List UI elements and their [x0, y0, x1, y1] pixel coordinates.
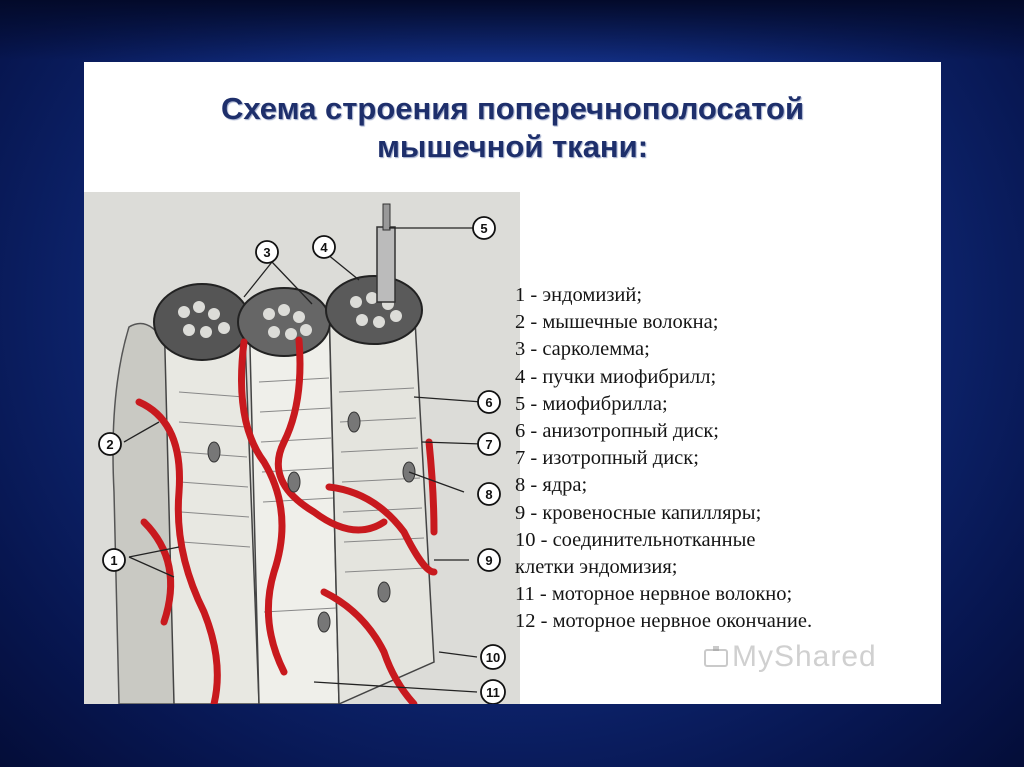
fiber-cross-section-middle	[237, 287, 331, 357]
legend-item: 4 - пучки миофибрилл;	[515, 365, 717, 388]
background-band	[0, 0, 1024, 60]
fiber-cross-section-left	[153, 283, 251, 361]
legend-item: 12 - моторное нервное окончание.	[515, 610, 813, 633]
title-line-1: Схема строения поперечнополосатой	[220, 91, 805, 126]
callout-1: 1	[110, 553, 117, 568]
legend-item: 6 - анизотропный диск;	[515, 420, 719, 443]
legend-item: 5 - миофибрилла;	[515, 392, 668, 415]
legend-item: клетки эндомизия;	[515, 556, 678, 579]
myofibril-bundles	[178, 292, 402, 340]
nuclei	[207, 411, 416, 633]
slide-card: Схема строения поперечнополосатой мышечн…	[84, 62, 941, 704]
legend-item: 7 - изотропный диск;	[515, 447, 699, 470]
fiber-cross-section-right	[325, 275, 423, 345]
legend-item: 8 - ядра;	[515, 474, 588, 497]
blood-capillaries	[135, 336, 438, 704]
watermark-icon	[704, 646, 728, 667]
callout-8: 8	[485, 487, 492, 502]
callout-3: 3	[263, 245, 270, 260]
striations	[178, 377, 427, 613]
muscle-fiber-middle	[248, 306, 340, 704]
myofibril-tip	[382, 203, 391, 231]
legend-list: 1 - эндомизий; 2 - мышечные волокна; 3 -…	[515, 282, 941, 636]
leader-lines	[123, 227, 483, 693]
callout-10: 10	[486, 650, 500, 665]
legend-item: 9 - кровеносные капилляры;	[515, 501, 762, 524]
legend-item: 2 - мышечные волокна;	[515, 311, 719, 334]
callout-11: 11	[486, 685, 500, 700]
watermark-text: MyShared	[732, 640, 877, 673]
callout-2: 2	[106, 437, 113, 452]
callout-9: 9	[485, 553, 492, 568]
title-line-2: мышечной ткани:	[376, 129, 649, 164]
legend-item: 1 - эндомизий;	[515, 284, 643, 306]
callout-5: 5	[480, 221, 487, 236]
callout-7: 7	[485, 437, 492, 452]
muscle-tissue-figure: 1 2 3 4 5 6 7 8 9 10 11 12	[84, 192, 520, 704]
legend-item: 3 - сарколемма;	[515, 338, 650, 361]
callout-markers: 1 2 3 4 5 6 7 8 9 10 11 12	[98, 216, 506, 704]
slide-title: Схема строения поперечнополосатой мышечн…	[84, 90, 941, 166]
myofibril-column	[376, 226, 396, 303]
callout-6: 6	[485, 395, 492, 410]
legend-item: 10 - соединительнотканные	[515, 528, 756, 551]
legend-item: 11 - моторное нервное волокно;	[515, 583, 793, 606]
callout-4: 4	[320, 240, 328, 255]
